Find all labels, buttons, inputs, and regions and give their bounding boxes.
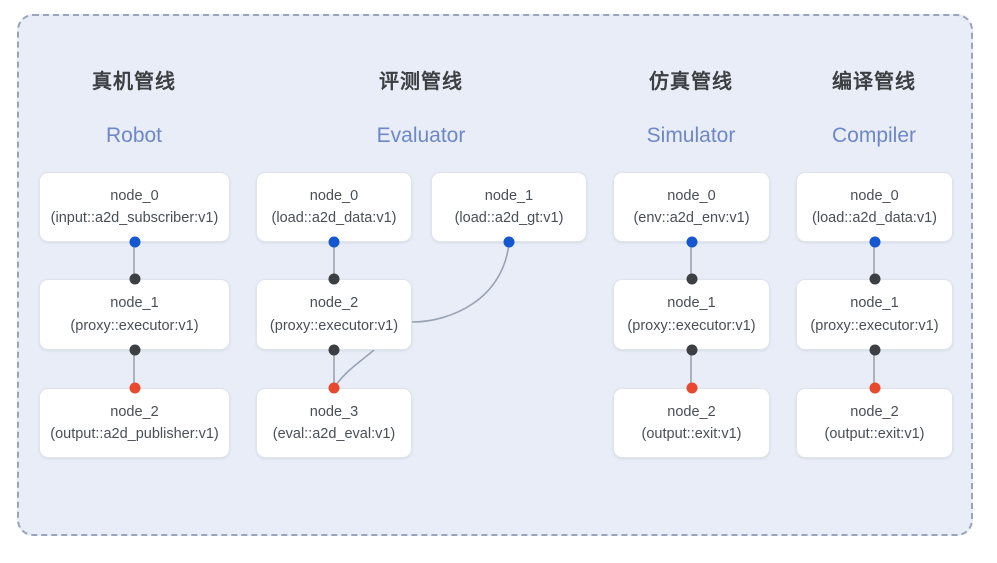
column-title-evaluator: 评测管线 bbox=[379, 71, 463, 93]
port-black-bottom-icon[interactable] bbox=[686, 344, 697, 356]
node-label-name: node_2 bbox=[850, 403, 899, 420]
port-black-bottom-icon[interactable] bbox=[869, 344, 880, 356]
node-evaluator-node_0[interactable]: node_0(load::a2d_data:v1) bbox=[256, 172, 412, 242]
node-label-name: node_1 bbox=[110, 295, 159, 312]
port-black-top-icon[interactable] bbox=[328, 273, 340, 285]
node-label-type: (load::a2d_gt:v1) bbox=[454, 210, 564, 226]
column-title-simulator: 仿真管线 bbox=[649, 71, 733, 93]
port-blue-bottom-icon[interactable] bbox=[129, 236, 140, 248]
port-red-top-icon[interactable] bbox=[869, 382, 880, 394]
node-label-name: node_2 bbox=[110, 403, 159, 420]
column-subtitle-simulator: Simulator bbox=[646, 124, 736, 147]
node-label-name: node_0 bbox=[309, 187, 359, 204]
port-blue-bottom-icon[interactable] bbox=[503, 236, 515, 248]
port-blue-bottom-icon[interactable] bbox=[869, 236, 880, 248]
node-simulator-node_0[interactable]: node_0(env::a2d_env:v1) bbox=[613, 172, 770, 242]
port-black-bottom-icon[interactable] bbox=[328, 344, 340, 356]
port-black-top-icon[interactable] bbox=[869, 273, 880, 285]
node-label-name: node_1 bbox=[667, 295, 716, 312]
column-title-robot: 真机管线 bbox=[92, 71, 176, 93]
column-subtitle-compiler: Compiler bbox=[831, 124, 917, 147]
node-label-type: (output::exit:v1) bbox=[824, 426, 925, 442]
node-evaluator-node_3[interactable]: node_3(eval::a2d_eval:v1) bbox=[256, 388, 412, 458]
port-black-top-icon[interactable] bbox=[686, 273, 697, 285]
node-label-name: node_1 bbox=[850, 295, 899, 312]
node-label-type: (load::a2d_data:v1) bbox=[812, 210, 937, 226]
node-label-type: (output::a2d_publisher:v1) bbox=[50, 426, 219, 442]
node-compiler-node_1[interactable]: node_1(proxy::executor:v1) bbox=[796, 279, 953, 350]
node-label-name: node_3 bbox=[309, 403, 359, 420]
node-label-type: (load::a2d_data:v1) bbox=[271, 210, 397, 226]
node-label-type: (input::a2d_subscriber:v1) bbox=[50, 210, 219, 226]
node-evaluator-node_1[interactable]: node_1(load::a2d_gt:v1) bbox=[431, 172, 587, 242]
port-red-top-icon[interactable] bbox=[686, 382, 697, 394]
column-title-compiler: 编译管线 bbox=[832, 71, 916, 93]
port-red-top-icon[interactable] bbox=[328, 382, 340, 394]
node-label-name: node_1 bbox=[484, 187, 534, 204]
node-label-name: node_2 bbox=[667, 403, 716, 420]
node-label-name: node_0 bbox=[667, 187, 716, 204]
port-red-top-icon[interactable] bbox=[129, 382, 140, 394]
node-label-type: (proxy::executor:v1) bbox=[269, 317, 399, 334]
port-blue-bottom-icon[interactable] bbox=[686, 236, 697, 248]
node-robot-node_1[interactable]: node_1(proxy::executor:v1) bbox=[39, 279, 230, 350]
node-compiler-node_0[interactable]: node_0(load::a2d_data:v1) bbox=[796, 172, 953, 242]
node-label-name: node_0 bbox=[110, 187, 159, 204]
node-compiler-node_2[interactable]: node_2(output::exit:v1) bbox=[796, 388, 953, 458]
port-blue-bottom-icon[interactable] bbox=[328, 236, 340, 248]
column-subtitle-robot: Robot bbox=[105, 124, 163, 147]
port-black-bottom-icon[interactable] bbox=[129, 344, 140, 356]
node-simulator-node_2[interactable]: node_2(output::exit:v1) bbox=[613, 388, 770, 458]
node-label-type: (proxy::executor:v1) bbox=[810, 317, 939, 334]
node-simulator-node_1[interactable]: node_1(proxy::executor:v1) bbox=[613, 279, 770, 350]
node-label-name: node_2 bbox=[309, 295, 359, 312]
node-label-type: (eval::a2d_eval:v1) bbox=[272, 426, 396, 442]
node-label-type: (proxy::executor:v1) bbox=[70, 317, 199, 334]
node-label-type: (output::exit:v1) bbox=[641, 426, 742, 442]
node-label-name: node_0 bbox=[850, 187, 899, 204]
node-robot-node_2[interactable]: node_2(output::a2d_publisher:v1) bbox=[39, 388, 230, 458]
node-evaluator-node_2[interactable]: node_2(proxy::executor:v1) bbox=[256, 279, 412, 350]
node-label-type: (env::a2d_env:v1) bbox=[633, 210, 750, 226]
port-black-top-icon[interactable] bbox=[129, 273, 140, 285]
node-label-type: (proxy::executor:v1) bbox=[627, 317, 756, 334]
node-robot-node_0[interactable]: node_0(input::a2d_subscriber:v1) bbox=[39, 172, 230, 242]
column-subtitle-evaluator: Evaluator bbox=[376, 124, 466, 147]
